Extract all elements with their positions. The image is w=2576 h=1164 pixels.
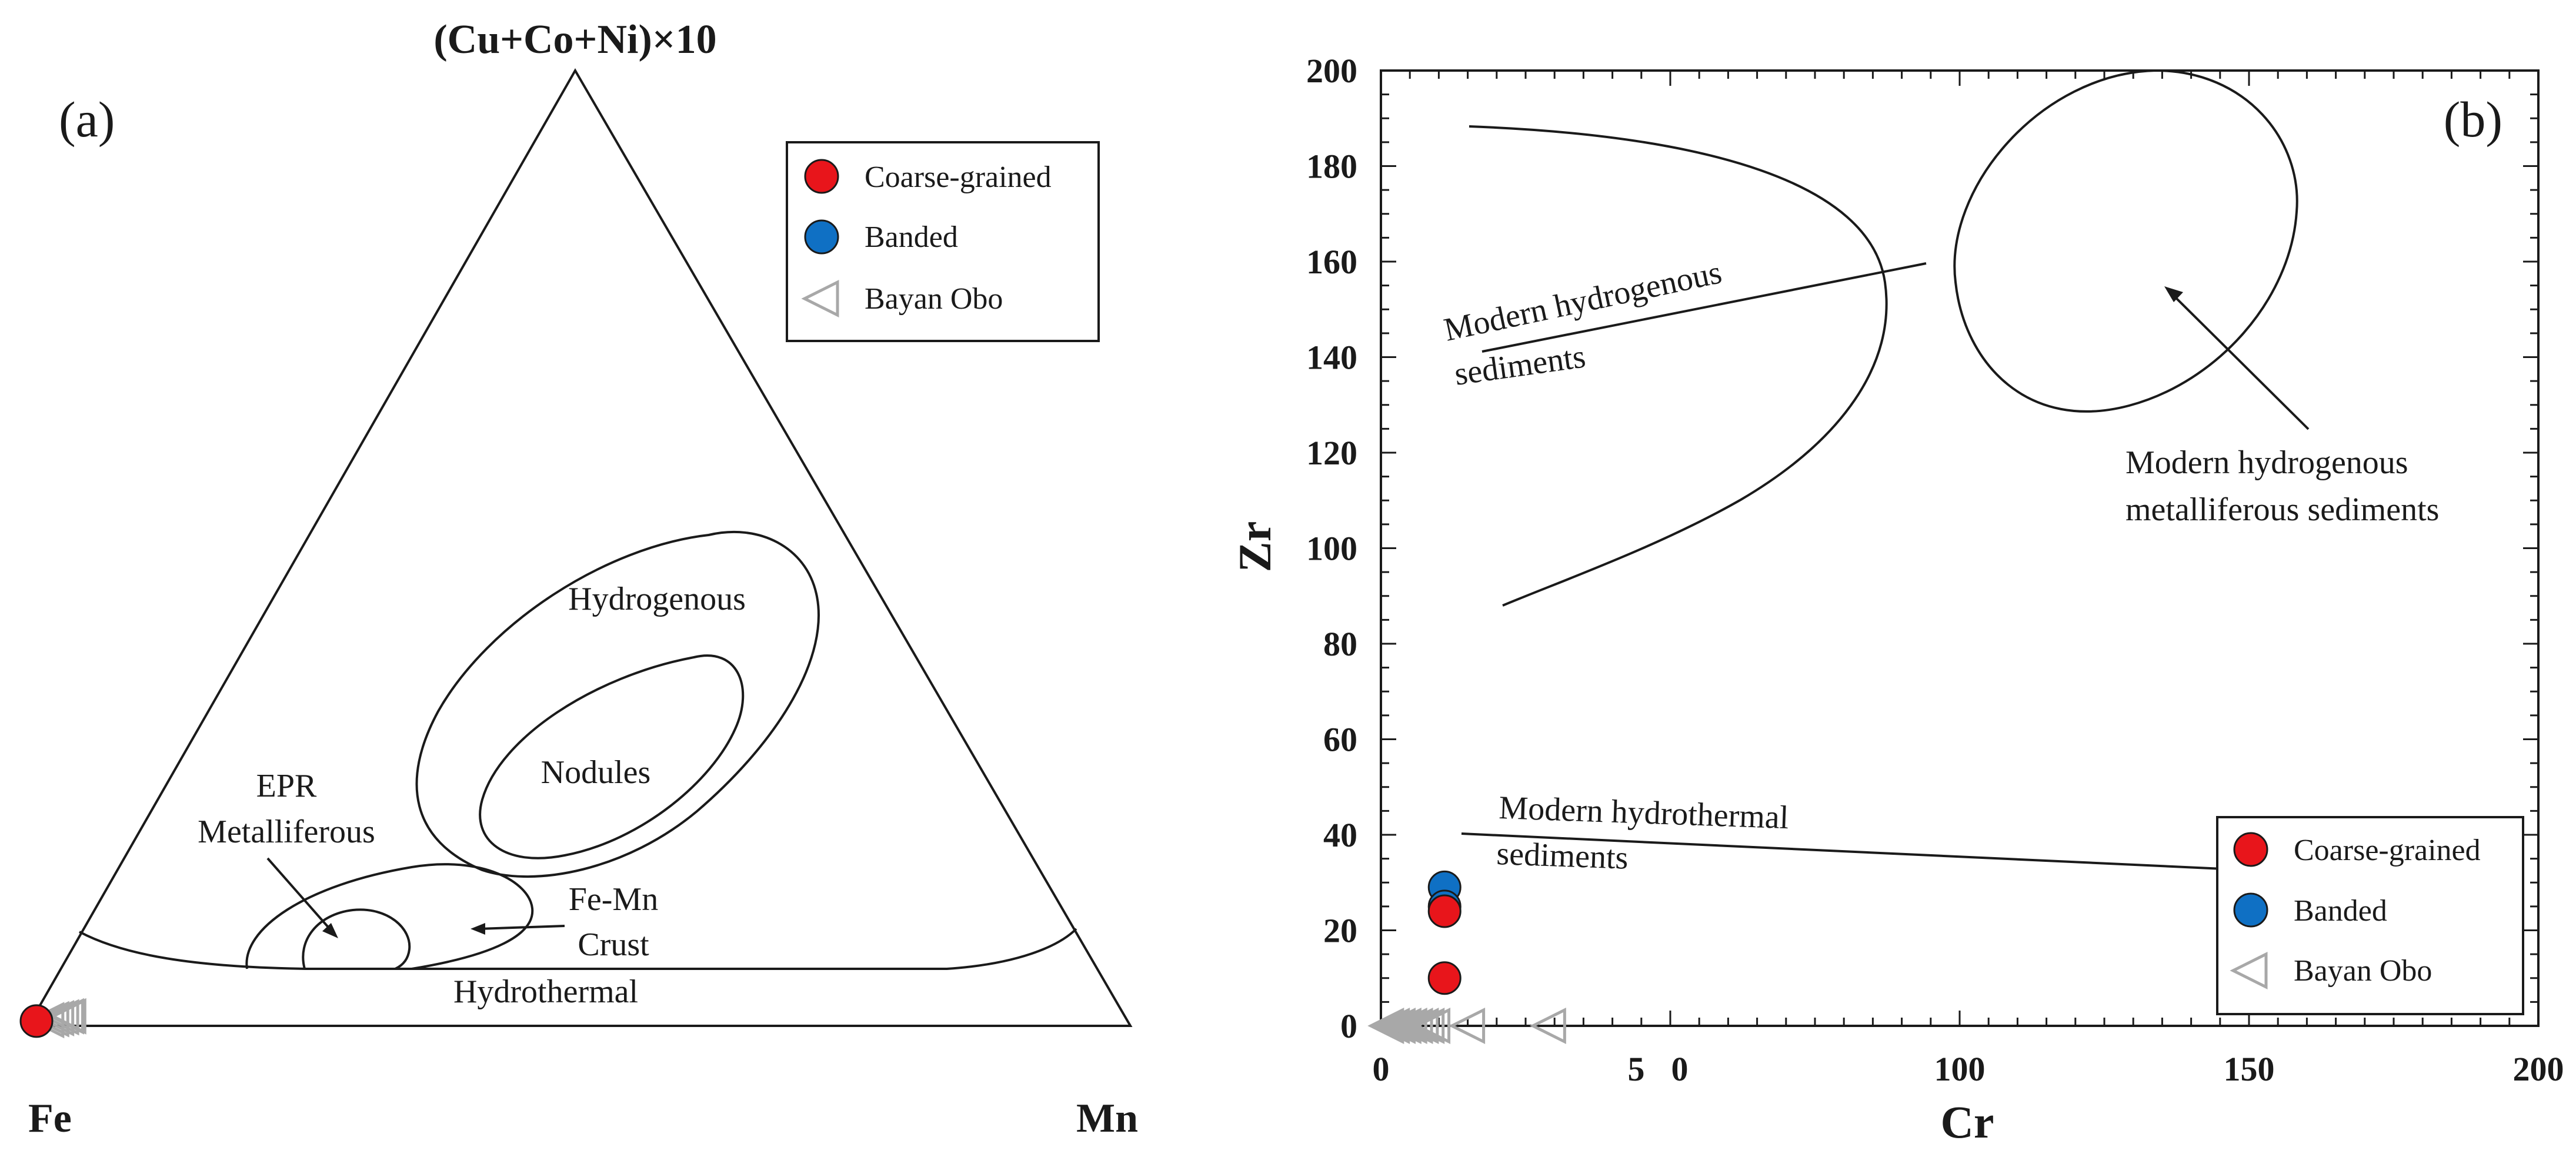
epr-label-line2: Metalliferous xyxy=(198,814,375,850)
plot-b-point-bayan-obo-7 xyxy=(1408,1007,1445,1045)
nodules-label: Nodules xyxy=(541,754,651,791)
epr-pointer-arrow xyxy=(266,857,333,933)
legend-b-coarse-marker xyxy=(2233,832,2268,867)
x-tick-label: 150 xyxy=(2224,1050,2275,1088)
ternary-point-coarse-grained-0 xyxy=(19,1004,54,1038)
hydrogenous-leader-line xyxy=(1481,262,1927,353)
plot-b-point-coarse-grained-1 xyxy=(1427,894,1461,928)
y-tick-label: 200 xyxy=(1306,52,1357,90)
epr-arrowhead-icon xyxy=(322,923,338,938)
panel-label-b: (b) xyxy=(2444,91,2502,148)
femn-crust-field-outline xyxy=(245,863,534,970)
ternary-triangle-frame xyxy=(26,68,1133,1027)
y-tick-label: 40 xyxy=(1323,816,1357,854)
hydrothermal-sediments-label-1: Modern hydrothermal xyxy=(1499,790,1790,836)
y-tick-label: 100 xyxy=(1306,530,1357,568)
femn-arrowhead-icon xyxy=(471,923,485,935)
legend-b-banded-marker xyxy=(2233,892,2268,928)
legend-b-box xyxy=(2216,816,2524,1015)
legend-a-coarse-marker xyxy=(804,159,839,194)
x-tick-label: 5 xyxy=(1628,1050,1645,1088)
y-tick-label: 20 xyxy=(1323,912,1357,950)
legend-a-banded-label: Banded xyxy=(865,220,958,254)
metalliferous-arrowhead-icon xyxy=(2164,286,2183,302)
legend-a: Coarse-grained Banded Bayan Obo xyxy=(786,141,1100,342)
y-tick-label: 0 xyxy=(1340,1007,1357,1045)
hydrothermal-label: Hydrothermal xyxy=(453,974,638,1010)
plot-b-ticks xyxy=(1380,69,2540,1027)
plot-b-point-coarse-grained-0 xyxy=(1427,961,1461,995)
femn-label-line2: Crust xyxy=(578,926,649,963)
y-tick-label: 60 xyxy=(1323,721,1357,759)
hydrogenous-field-outline xyxy=(415,530,820,878)
y-axis-title: Zr xyxy=(1229,521,1280,573)
legend-b: Coarse-grained Banded Bayan Obo xyxy=(2216,816,2524,1015)
hydrogenous-sediments-label-1: Modern hydrogenous xyxy=(1441,254,1725,349)
y-tick-label: 160 xyxy=(1306,243,1357,281)
plot-b-point-bayan-obo-10 xyxy=(1529,1007,1566,1045)
plot-b-point-bayan-obo-9 xyxy=(1449,1007,1486,1045)
legend-b-coarse-label: Coarse-grained xyxy=(2294,834,2481,867)
hydrogenous-sediments-curve xyxy=(1469,125,1888,607)
metalliferous-label-2: metalliferous sediments xyxy=(2125,491,2439,528)
hydrogenous-label: Hydrogenous xyxy=(568,581,746,617)
plot-b-point-bayan-obo-4 xyxy=(1390,1007,1427,1045)
ternary-right-vertex-label: Mn xyxy=(1076,1096,1138,1141)
plot-b-point-bayan-obo-5 xyxy=(1396,1007,1433,1045)
ternary-point-bayan-obo-5 xyxy=(49,998,86,1035)
ternary-data-points xyxy=(19,998,86,1039)
ternary-diagram: (a) (Cu+Co+Ni)×10 Fe Mn Hydrogenous Nodu… xyxy=(19,17,1138,1141)
legend-b-banded-label: Banded xyxy=(2294,894,2387,928)
femn-pointer-arrow xyxy=(479,925,565,930)
legend-a-banded-marker xyxy=(804,219,839,255)
x-axis-title: Cr xyxy=(1941,1096,1994,1148)
y-tick-label: 140 xyxy=(1306,339,1357,377)
hydrothermal-sediments-label-2: sediments xyxy=(1496,835,1629,877)
epr-label-line1: EPR xyxy=(256,768,317,804)
x-tick-label: 0 xyxy=(1671,1050,1689,1088)
y-tick-label: 80 xyxy=(1323,625,1357,663)
legend-a-bayan-marker xyxy=(801,279,839,318)
x-tick-label: 200 xyxy=(2513,1050,2564,1088)
femn-label-line1: Fe-Mn xyxy=(569,881,658,918)
x-tick-label: 100 xyxy=(1934,1050,1986,1088)
metalliferous-sediments-ellipse xyxy=(1953,69,2298,413)
epr-metalliferous-field-outline xyxy=(302,908,411,970)
metalliferous-label-1: Modern hydrogenous xyxy=(2125,444,2408,481)
metalliferous-pointer-arrow xyxy=(2171,293,2310,430)
legend-a-bayan-label: Bayan Obo xyxy=(865,282,1003,316)
y-tick-label: 120 xyxy=(1306,434,1357,472)
legend-b-bayan-marker xyxy=(2230,951,2268,990)
plot-b-data-points xyxy=(1367,870,1566,1045)
ternary-left-vertex-label: Fe xyxy=(28,1096,72,1141)
plot-b-point-bayan-obo-6 xyxy=(1402,1007,1439,1045)
legend-a-coarse-label: Coarse-grained xyxy=(865,160,1052,194)
hydrothermal-field-boundary xyxy=(79,928,1077,970)
y-tick-label: 180 xyxy=(1306,148,1357,186)
hydrothermal-leader-line xyxy=(1461,832,2224,870)
x-tick-label: 0 xyxy=(1373,1050,1390,1088)
panel-label-a: (a) xyxy=(59,91,115,148)
ternary-top-vertex-label: (Cu+Co+Ni)×10 xyxy=(433,17,716,62)
hydrogenous-sediments-label-2: sediments xyxy=(1452,338,1587,393)
nodules-field-outline xyxy=(479,654,745,859)
legend-b-bayan-label: Bayan Obo xyxy=(2294,954,2432,988)
